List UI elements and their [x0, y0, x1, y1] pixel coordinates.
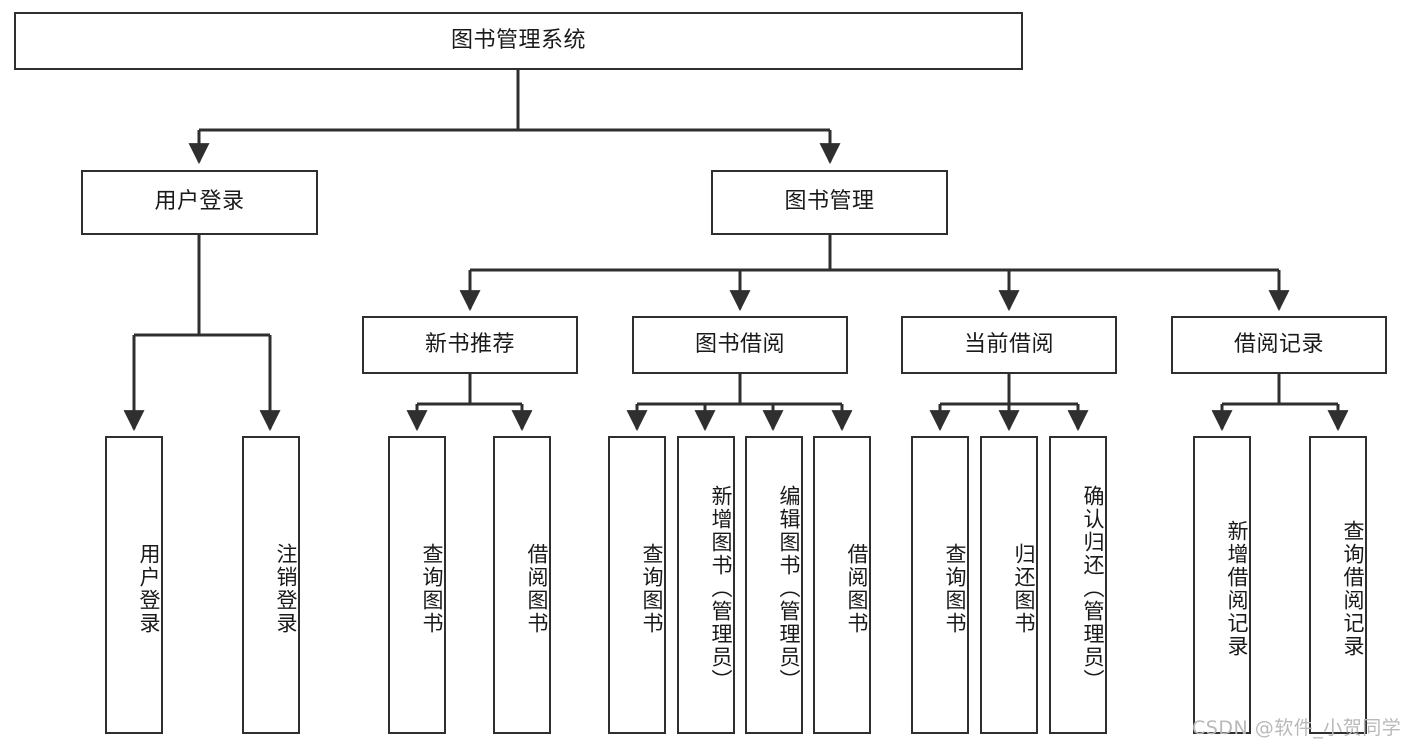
- node-book-borrow[interactable]: 图书借阅: [632, 316, 848, 374]
- node-label: 确认归还（管理员）: [1081, 484, 1105, 692]
- node-borrow-record[interactable]: 借阅记录: [1171, 316, 1387, 374]
- node-label: 借阅图书: [525, 543, 549, 635]
- node-label: 查询图书: [640, 543, 664, 635]
- node-label: 图书管理: [784, 189, 875, 215]
- node-new-book-recommend[interactable]: 新书推荐: [362, 316, 578, 374]
- node-book-manage[interactable]: 图书管理: [711, 170, 948, 235]
- node-label: 归还图书: [1012, 543, 1036, 635]
- leaf-borrow-book-2[interactable]: 借阅图书: [813, 436, 871, 734]
- leaf-return-book[interactable]: 归还图书: [980, 436, 1038, 734]
- leaf-query-book-3[interactable]: 查询图书: [911, 436, 969, 734]
- leaf-edit-book-admin[interactable]: 编辑图书（管理员）: [745, 436, 803, 734]
- leaf-query-book-1[interactable]: 查询图书: [388, 436, 446, 734]
- node-label: 查询借阅记录: [1341, 520, 1365, 658]
- node-label: 借阅图书: [845, 543, 869, 635]
- leaf-add-book-admin[interactable]: 新增图书（管理员）: [677, 436, 735, 734]
- node-label: 图书管理系统: [450, 27, 586, 53]
- node-user-login[interactable]: 用户登录: [81, 170, 318, 235]
- node-label: 查询图书: [420, 543, 444, 635]
- node-label: 编辑图书（管理员）: [777, 484, 801, 692]
- node-label: 新增借阅记录: [1225, 520, 1249, 658]
- leaf-confirm-return-admin[interactable]: 确认归还（管理员）: [1049, 436, 1107, 734]
- leaf-borrow-book-1[interactable]: 借阅图书: [493, 436, 551, 734]
- leaf-query-borrow-record[interactable]: 查询借阅记录: [1309, 436, 1367, 734]
- node-book-management-system[interactable]: 图书管理系统: [14, 12, 1023, 70]
- node-current-borrow[interactable]: 当前借阅: [901, 316, 1117, 374]
- node-label: 新书推荐: [424, 331, 515, 357]
- node-label: 当前借阅: [963, 331, 1054, 357]
- node-label: 注销登录: [274, 543, 298, 635]
- leaf-user-login[interactable]: 用户登录: [105, 436, 163, 734]
- watermark-text: CSDN @软件_小贺同学: [1192, 717, 1402, 739]
- leaf-query-book-2[interactable]: 查询图书: [608, 436, 666, 734]
- leaf-add-borrow-record[interactable]: 新增借阅记录: [1193, 436, 1251, 734]
- leaf-logout-login[interactable]: 注销登录: [242, 436, 300, 734]
- node-label: 新增图书（管理员）: [709, 484, 733, 692]
- node-label: 用户登录: [137, 543, 161, 635]
- node-label: 查询图书: [943, 543, 967, 635]
- node-label: 图书借阅: [694, 331, 785, 357]
- node-label: 用户登录: [154, 189, 245, 215]
- node-label: 借阅记录: [1233, 331, 1324, 357]
